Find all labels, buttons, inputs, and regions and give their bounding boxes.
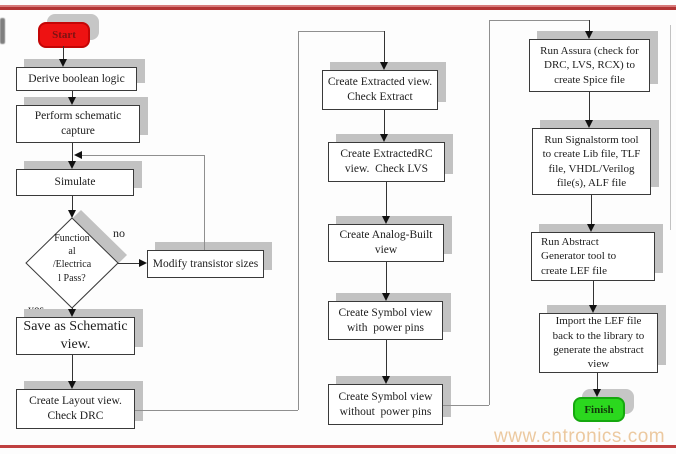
column-route-line <box>298 31 384 32</box>
arrowhead <box>68 97 76 105</box>
node-run-abstract-generator: Run Abstract Generator tool to create LE… <box>531 232 655 281</box>
node-run-assura: Run Assura (check for DRC, LVS, RCX) to … <box>529 39 650 92</box>
flow-line <box>72 143 73 161</box>
arrowhead <box>589 305 597 313</box>
node-finish: Finish <box>573 397 625 422</box>
flow-line <box>386 340 387 376</box>
arrowhead <box>585 31 593 39</box>
node-import-lef-file: Import the LEF file back to the library … <box>539 313 658 373</box>
column-route-line <box>489 20 490 405</box>
arrowhead <box>68 381 76 389</box>
arrowhead <box>139 259 147 267</box>
decision-diamond <box>25 210 127 309</box>
column-route-line <box>298 31 299 410</box>
flow-line <box>386 262 387 293</box>
top-rule <box>0 7 676 10</box>
flow-line <box>589 92 590 120</box>
edge-label-yes: yes <box>28 302 44 316</box>
node-perform-schematic-capture: Perform schematic capture <box>16 105 140 143</box>
arrowhead <box>382 376 390 384</box>
arrowhead <box>68 161 76 169</box>
feedback-line <box>82 155 204 156</box>
node-create-layout-view: Create Layout view. Check DRC <box>16 389 135 429</box>
column-route-line <box>489 20 589 21</box>
flow-line <box>386 182 387 216</box>
decision-label: Function al /Electrica l Pass? <box>52 233 92 284</box>
video-artifact <box>0 18 5 44</box>
flow-line <box>72 355 73 381</box>
node-create-extractedrc-view: Create ExtractedRC view. Check LVS <box>328 142 445 182</box>
arrowhead <box>59 59 67 67</box>
flow-line <box>384 31 385 62</box>
bottom-rule <box>0 445 676 448</box>
flow-line <box>72 196 73 210</box>
arrowhead <box>593 389 601 397</box>
arrowhead <box>585 120 593 128</box>
arrowhead <box>74 151 82 159</box>
column-route-line <box>443 405 489 406</box>
node-create-extracted-view: Create Extracted view. Check Extract <box>322 70 438 110</box>
node-start: Start <box>38 22 90 48</box>
flow-line <box>589 20 590 31</box>
column-route-line <box>135 410 298 411</box>
feedback-line <box>204 155 205 250</box>
node-symbol-view-without-power-pins: Create Symbol view without power pins <box>328 384 443 425</box>
arrowhead <box>68 210 76 218</box>
node-simulate: Simulate <box>16 169 134 196</box>
node-symbol-view-with-power-pins: Create Symbol view with power pins <box>328 301 443 340</box>
node-derive-boolean-logic: Derive boolean logic <box>16 67 137 91</box>
page-edge-artifact <box>670 25 671 230</box>
watermark-text: www.cntronics.com <box>494 426 666 447</box>
flow-line-no-branch <box>118 263 139 264</box>
edge-label-no: no <box>113 226 125 240</box>
arrowhead <box>380 134 388 142</box>
node-create-analog-built-view: Create Analog-Built view <box>328 224 444 262</box>
flow-line <box>591 195 592 224</box>
flow-line <box>593 281 594 305</box>
node-save-schematic-view: Save as Schematic view. <box>16 317 135 355</box>
arrowhead <box>587 224 595 232</box>
arrowhead <box>68 309 76 317</box>
flow-line <box>63 46 64 59</box>
node-run-signalstorm: Run Signalstorm tool to create Lib file,… <box>532 128 651 195</box>
flow-line <box>597 373 598 389</box>
node-modify-transistor-sizes: Modify transistor sizes <box>147 250 264 278</box>
arrowhead <box>382 216 390 224</box>
flow-line <box>72 91 73 97</box>
arrowhead <box>382 293 390 301</box>
flow-line <box>384 110 385 134</box>
arrowhead <box>380 62 388 70</box>
